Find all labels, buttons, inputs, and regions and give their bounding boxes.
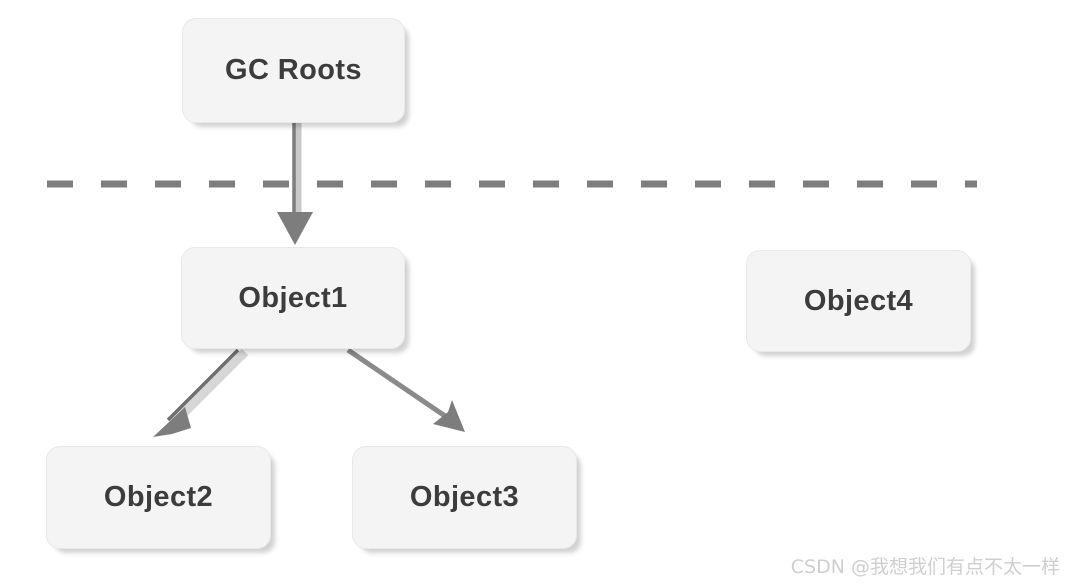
- node-object4-label: Object4: [803, 284, 914, 317]
- edge-object1-to-object3: [346, 347, 465, 432]
- node-object1-label: Object1: [238, 281, 348, 314]
- node-object4[interactable]: Object4: [746, 250, 971, 352]
- edge-gcroots-to-object1: [277, 120, 313, 245]
- node-gc-roots-label: GC Roots: [225, 54, 362, 86]
- node-object1[interactable]: Object1: [181, 247, 405, 349]
- watermark-text: CSDN @我想我们有点不太一样: [790, 556, 1060, 578]
- node-object2[interactable]: Object2: [46, 446, 271, 549]
- node-object3-label: Object3: [409, 481, 520, 513]
- node-object2-label: Object2: [103, 481, 214, 513]
- edge-object1-to-object2: [153, 348, 249, 437]
- node-object3[interactable]: Object3: [352, 446, 577, 549]
- node-gc-roots[interactable]: GC Roots: [182, 18, 405, 123]
